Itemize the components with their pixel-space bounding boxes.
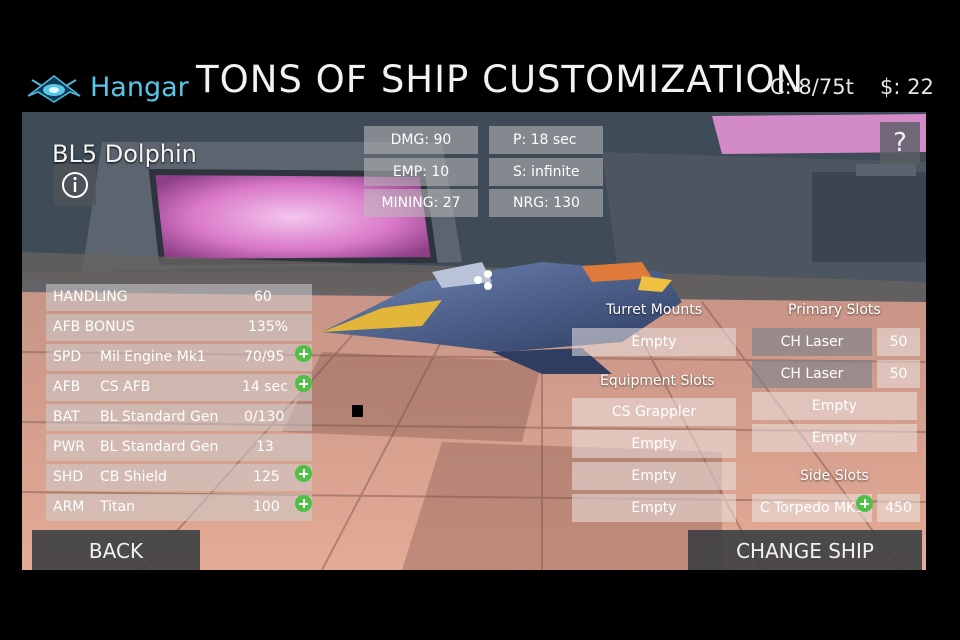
primary-slot[interactable]: Empty: [752, 424, 917, 452]
side-slot[interactable]: C Torpedo MK1: [752, 494, 872, 522]
stat-row-handling: HANDLING 60: [46, 284, 312, 311]
stat-value: 125: [253, 469, 280, 485]
side-slot-value: 450: [877, 494, 920, 522]
stat-row-speed[interactable]: SPD Mil Engine Mk1 70/95: [46, 344, 312, 371]
stat-label: HANDLING: [53, 289, 128, 305]
primary-slot[interactable]: CH Laser: [752, 328, 872, 356]
equipment-slot[interactable]: Empty: [572, 494, 736, 522]
side-slots-title: Side Slots: [800, 468, 869, 484]
bottom-bar: [0, 570, 960, 640]
stat-abbr: SHD: [53, 469, 84, 485]
primary-slots-title: Primary Slots: [788, 302, 881, 318]
stat-row-shield[interactable]: SHD CB Shield 125: [46, 464, 312, 491]
stat-row-afb[interactable]: AFB CS AFB 14 sec: [46, 374, 312, 401]
money-readout: $: 22: [880, 75, 934, 99]
stat-damage: DMG: 90: [364, 126, 478, 154]
stat-abbr: PWR: [53, 439, 86, 455]
stat-abbr: AFB: [53, 379, 81, 395]
ship-name: BL5 Dolphin: [52, 140, 197, 168]
upgrade-plus-icon[interactable]: [295, 465, 312, 482]
cargo-readout: C: 8/75t: [770, 75, 854, 99]
equipment-slot[interactable]: Empty: [572, 430, 736, 458]
stat-row-battery[interactable]: BAT BL Standard Gen 0/130: [46, 404, 312, 431]
stat-label: AFB BONUS: [53, 319, 135, 335]
primary-slot[interactable]: CH Laser: [752, 360, 872, 388]
stat-emp: EMP: 10: [364, 158, 478, 186]
stat-energy: NRG: 130: [489, 189, 603, 217]
equipment-slot[interactable]: Empty: [572, 462, 736, 490]
stat-row-armor[interactable]: ARM Titan 100: [46, 494, 312, 521]
section-title: Hangar: [90, 72, 189, 103]
change-ship-button[interactable]: CHANGE SHIP: [688, 530, 922, 570]
back-button[interactable]: BACK: [32, 530, 200, 570]
stat-value: 135%: [248, 319, 289, 335]
stat-value: 0/130: [244, 409, 285, 425]
upgrade-plus-icon[interactable]: [295, 345, 312, 362]
turret-slot[interactable]: Empty: [572, 328, 736, 356]
turret-mounts-title: Turret Mounts: [606, 302, 702, 318]
stat-row-afb-bonus: AFB BONUS 135%: [46, 314, 312, 341]
hangar-logo-icon: [27, 75, 81, 103]
stat-value: 60: [254, 289, 272, 305]
component-name: Titan: [100, 499, 135, 515]
upgrade-plus-icon[interactable]: [295, 375, 312, 392]
stat-value: 70/95: [244, 349, 285, 365]
equipment-slots-title: Equipment Slots: [600, 373, 715, 389]
component-name: Mil Engine Mk1: [100, 349, 206, 365]
stat-value: 13: [256, 439, 274, 455]
info-button[interactable]: [54, 164, 96, 206]
help-button[interactable]: ?: [880, 122, 920, 164]
top-bar: Hangar TONS OF SHIP CUSTOMIZATION C: 8/7…: [0, 0, 960, 112]
cursor-marker: [352, 405, 363, 417]
upgrade-plus-icon[interactable]: [295, 495, 312, 512]
primary-slot-value: 50: [877, 328, 920, 356]
stat-abbr: SPD: [53, 349, 82, 365]
equipment-slot[interactable]: CS Grappler: [572, 398, 736, 426]
promo-banner: TONS OF SHIP CUSTOMIZATION: [196, 58, 805, 101]
component-name: BL Standard Gen: [100, 409, 219, 425]
primary-slot-value: 50: [877, 360, 920, 388]
stat-value: 100: [253, 499, 280, 515]
stat-shots: S: infinite: [489, 158, 603, 186]
stat-value: 14 sec: [242, 379, 288, 395]
component-name: CB Shield: [100, 469, 167, 485]
component-name: BL Standard Gen: [100, 439, 219, 455]
upgrade-plus-icon[interactable]: [856, 495, 873, 512]
stat-mining: MINING: 27: [364, 189, 478, 217]
component-name: CS AFB: [100, 379, 151, 395]
stat-period: P: 18 sec: [489, 126, 603, 154]
stat-abbr: ARM: [53, 499, 85, 515]
primary-slot[interactable]: Empty: [752, 392, 917, 420]
stat-abbr: BAT: [53, 409, 80, 425]
info-icon: [62, 172, 88, 198]
stat-row-power[interactable]: PWR BL Standard Gen 13: [46, 434, 312, 461]
